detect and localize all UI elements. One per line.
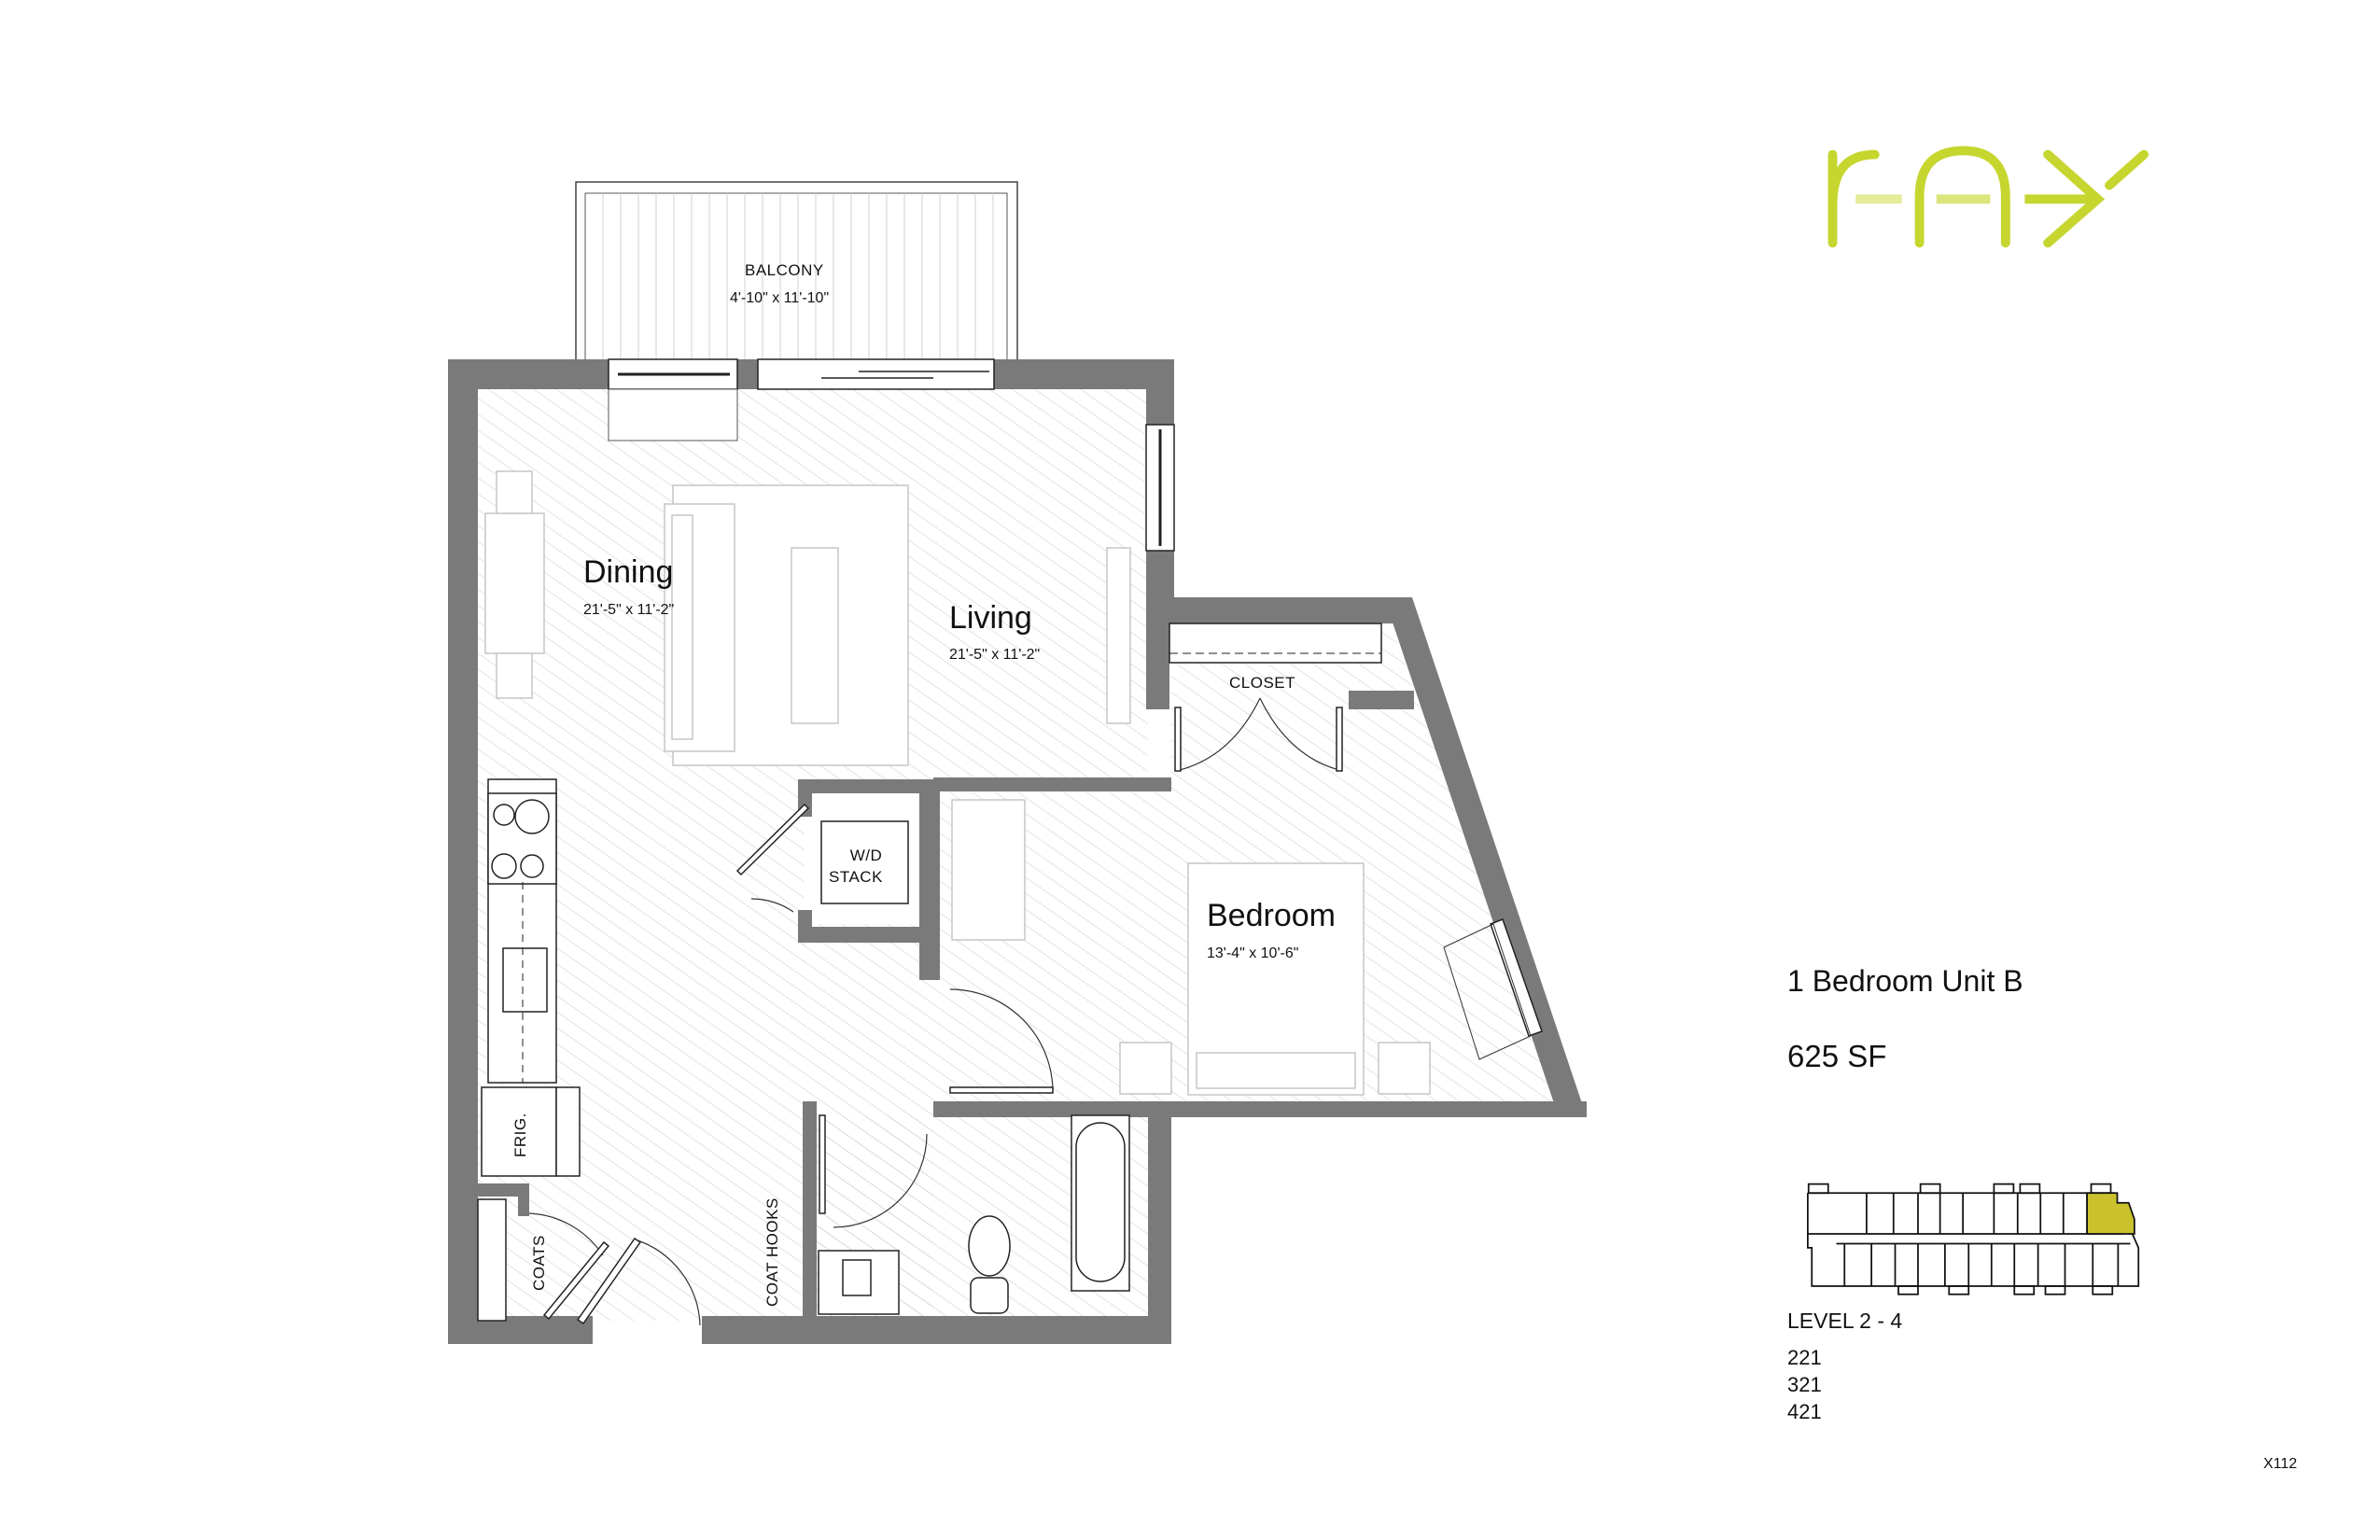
balcony	[575, 181, 1018, 362]
living-label: Living	[949, 600, 1032, 636]
coat-hooks-label: COAT HOOKS	[763, 1197, 781, 1307]
unit-number: 321	[1787, 1373, 1822, 1396]
ray-logo: ray	[1827, 146, 2149, 248]
door-leaves	[542, 707, 1343, 1325]
walls	[448, 359, 1587, 1344]
dining-dims: 21'-5" x 11'-2"	[583, 602, 675, 618]
unit-square-feet: 625 SF	[1787, 1039, 1887, 1073]
key-plan	[1807, 1183, 2140, 1295]
unit-number: 221	[1787, 1346, 1822, 1369]
sheet-code: X112	[2263, 1456, 2298, 1472]
bedroom-dims: 13'-4" x 10'-6"	[1207, 945, 1299, 961]
fixtures	[477, 623, 1382, 1322]
closet-label: CLOSET	[1229, 674, 1296, 692]
furniture	[484, 470, 1431, 1096]
level-label: LEVEL 2 - 4	[1787, 1309, 1903, 1333]
unit-title: 1 Bedroom Unit B	[1787, 964, 2023, 998]
windows	[608, 358, 1543, 1060]
balcony-label: BALCONY	[745, 261, 824, 279]
dining-label: Dining	[583, 554, 674, 590]
bedroom-label: Bedroom	[1207, 898, 1336, 933]
wd-stack-label-line1: W/D	[849, 847, 883, 864]
wd-stack-label-line2: STACK	[829, 868, 883, 886]
balcony-dims: 4'-10" x 11'-10"	[730, 290, 830, 306]
unit-number: 421	[1787, 1400, 1822, 1423]
coats-label: COATS	[530, 1235, 548, 1291]
highlighted-unit	[2086, 1192, 2135, 1235]
frig-label: FRIG.	[511, 1113, 529, 1157]
door-swings	[528, 697, 1340, 1326]
living-dims: 21'-5" x 11'-2"	[949, 647, 1041, 663]
